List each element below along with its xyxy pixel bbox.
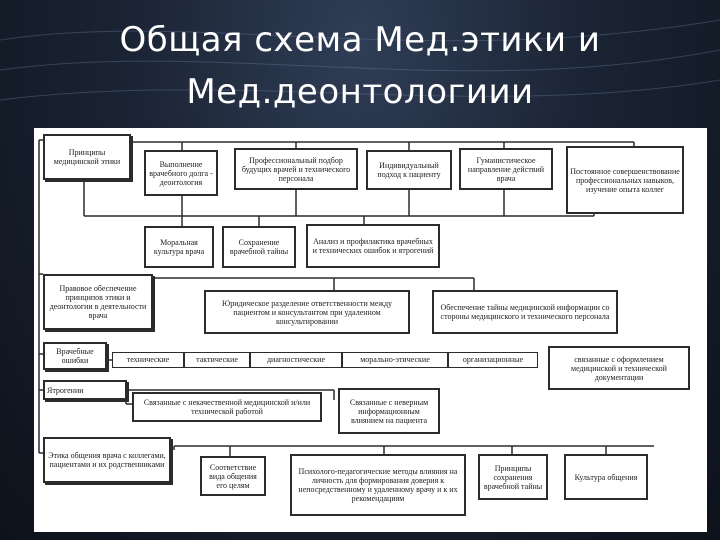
legal-item: Юридическое разделение ответственности м…	[204, 290, 410, 334]
communication-item: Принципы сохранения врачебной тайны	[478, 454, 548, 500]
principle-item: Постоянное совершенствование профессиона…	[566, 146, 684, 214]
diagram-image: Принципы медицинской этики Выполнение вр…	[34, 128, 707, 532]
principle-item: Индивидуальный подход к пациенту	[366, 150, 452, 190]
principle-item: Профессиональный подбор будущих врачей и…	[234, 148, 358, 190]
error-type-item: организационные	[448, 352, 538, 368]
slide-title-line-1: Общая схема Мед.этики и	[119, 20, 601, 60]
error-type-item: диагностические	[250, 352, 342, 368]
iatrogeny-item: Связанные с неверным информационным влия…	[338, 388, 440, 434]
iatrogeny-item: Связанные с некачественной медицинской и…	[132, 392, 322, 422]
error-type-item: технические	[112, 352, 184, 368]
principle-item: Гуманистическое направление действий вра…	[459, 148, 553, 190]
connector-lines	[38, 139, 654, 456]
communication-item: Соответствие вида общения его целям	[200, 456, 266, 496]
background-decoration	[0, 19, 720, 101]
principle-item: Выполнение врачебного долга - деонтологи…	[144, 150, 218, 196]
communication-ethics-box: Этика общения врача с коллегами, пациент…	[43, 437, 171, 483]
principle-sub-item: Сохранение врачебной тайны	[222, 226, 296, 268]
slide-title-line-2: Мед.деонтологиии	[186, 72, 534, 112]
principle-sub-item: Анализ и профилактика врачебных и технич…	[306, 224, 440, 268]
legal-box: Правовое обеспечение принципов этики и д…	[43, 274, 153, 330]
error-type-documentation: связанные с оформлением медицинской и те…	[548, 346, 690, 390]
communication-item: Культура общения	[564, 454, 648, 500]
legal-item: Обеспечение тайны медицинской информации…	[432, 290, 618, 334]
error-type-item: тактические	[184, 352, 250, 368]
principles-box: Принципы медицинской этики	[43, 134, 131, 180]
iatrogeny-box: Ятрогении	[43, 380, 127, 400]
slide-title: Общая схема Мед.этики и Мед.деонтологиии	[0, 14, 720, 118]
error-type-item: морально-этические	[342, 352, 448, 368]
communication-item: Психолого-педагогические методы влияния …	[290, 454, 466, 516]
principle-sub-item: Моральная культура врача	[144, 226, 214, 268]
medical-errors-box: Врачебные ошибки	[43, 342, 107, 370]
